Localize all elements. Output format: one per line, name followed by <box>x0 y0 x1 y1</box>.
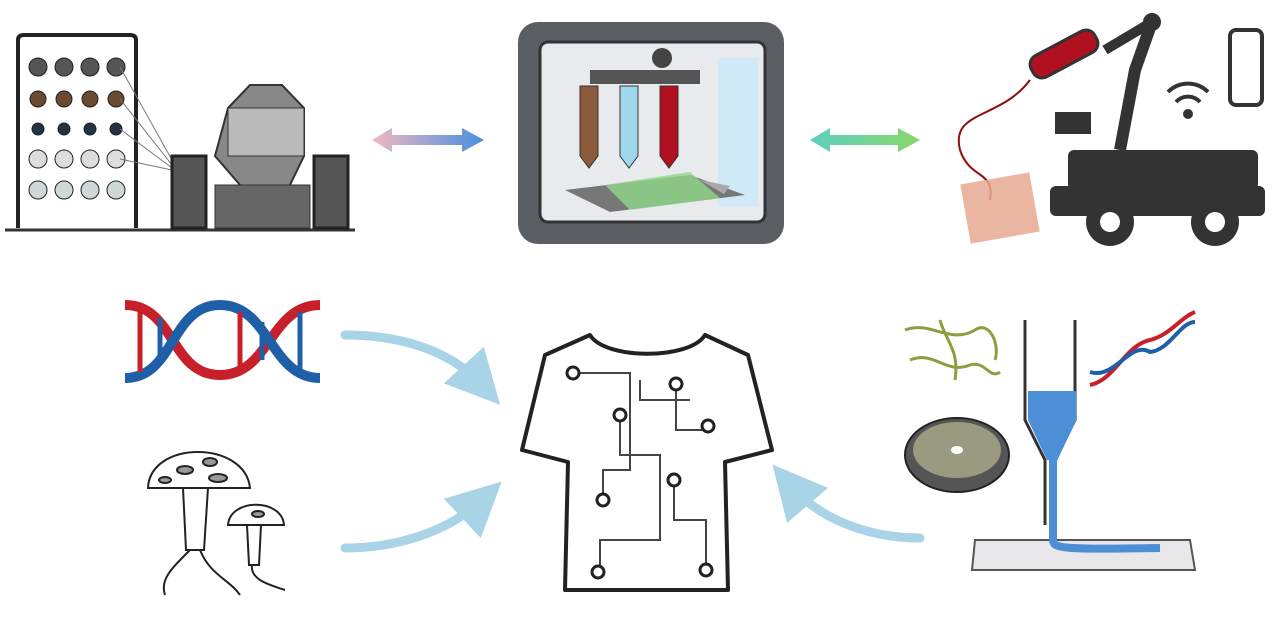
mycelium-network-icon <box>904 319 1001 381</box>
small-dna-helix-icon <box>1089 310 1196 387</box>
dna-helix-icon <box>124 299 321 383</box>
double-arrow-icon <box>810 128 920 152</box>
double-arrow-icon <box>372 128 484 152</box>
smart-shirt-circuit-icon <box>520 333 774 592</box>
textile-loom-machine-icon <box>5 33 355 232</box>
test-tube-icon <box>619 85 639 169</box>
smartphone-icon <box>1228 28 1264 107</box>
mushroom-icon <box>146 451 286 596</box>
test-tube-icon <box>659 85 679 169</box>
wifi-icon <box>1166 81 1210 119</box>
bioink-extrusion-nozzle-icon <box>970 320 1197 571</box>
test-tube-icon <box>579 85 599 169</box>
3d-bioprinter-icon <box>518 22 784 244</box>
curved-arrow-icon <box>340 330 925 553</box>
robot-arm-rover-icon <box>957 13 1265 246</box>
petri-dish-icon <box>904 417 1010 493</box>
